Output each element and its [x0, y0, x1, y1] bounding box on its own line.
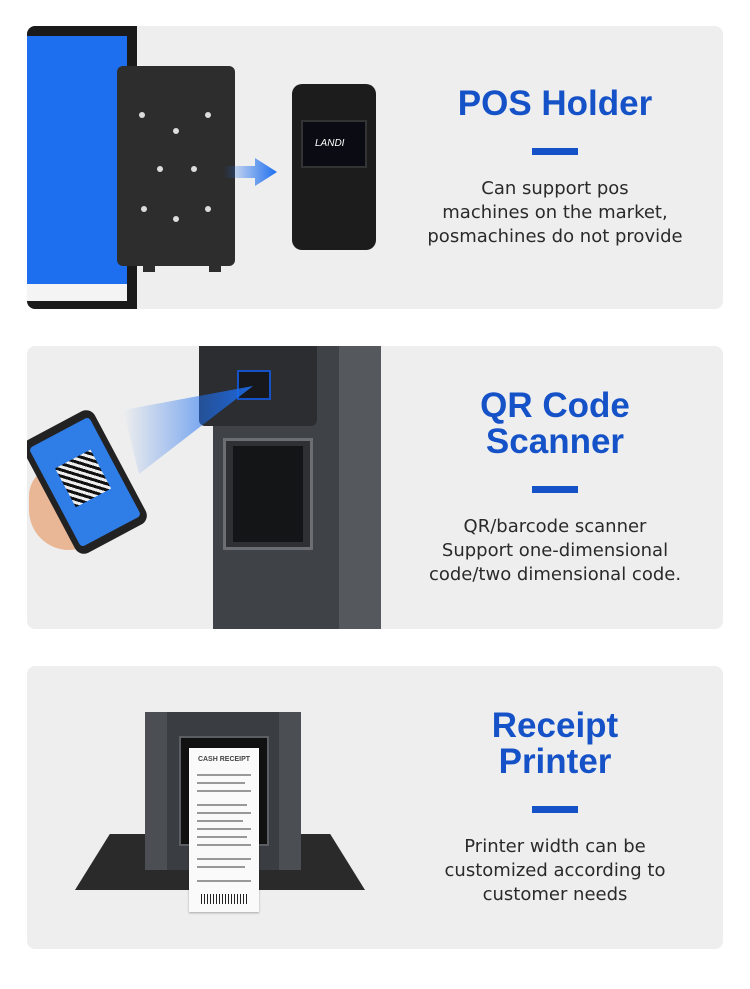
description-line: Can support pos: [481, 178, 629, 199]
receipt-line: [197, 836, 247, 838]
title-divider: [532, 148, 578, 155]
bracket-hole: [141, 206, 147, 212]
pos-holder-text: POS Holder Can support pos machines on t…: [387, 26, 723, 309]
section-description: Printer width can be customized accordin…: [445, 835, 666, 907]
pos-holder-card: LANDI POS Holder Can support pos machine…: [27, 26, 723, 309]
monitor-screen: [27, 36, 127, 301]
receipt-printer-card: CASH RECEIPT Receipt Printer Printer wid…: [27, 666, 723, 949]
receipt-line: [197, 812, 251, 814]
receipt-line: [197, 880, 251, 882]
barcode-icon: [201, 894, 247, 904]
receipt-printer-text: Receipt Printer Printer width can be cus…: [387, 666, 723, 949]
bracket-hole: [173, 128, 179, 134]
description-line: customized according to: [444, 860, 666, 881]
bracket-hole: [191, 166, 197, 172]
receipt-line: [197, 844, 251, 846]
receipt-heading: CASH RECEIPT: [197, 756, 251, 763]
section-title: Receipt Printer: [492, 708, 618, 780]
receipt-line: [197, 790, 251, 792]
printer-slot: [233, 446, 303, 542]
section-title-line: Receipt: [491, 706, 619, 745]
section-title: POS Holder: [458, 86, 652, 122]
bracket-hole: [205, 206, 211, 212]
section-title-line: QR Code: [480, 386, 630, 425]
section-title-line: Printer: [498, 742, 612, 781]
receipt-line: [197, 820, 243, 822]
section-title: QR Code Scanner: [480, 388, 630, 460]
title-divider: [532, 806, 578, 813]
receipt-printer-image: CASH RECEIPT: [27, 666, 387, 949]
qr-scanner-card: QR Code Scanner QR/barcode scanner Suppo…: [27, 346, 723, 629]
receipt-line: [197, 782, 245, 784]
qr-scanner-image: [27, 346, 387, 629]
bracket-hole: [205, 112, 211, 118]
description-line: machines on the market,: [442, 202, 668, 223]
description-line: customer needs: [482, 884, 628, 905]
pos-terminal-screen: LANDI: [301, 120, 367, 168]
description-line: QR/barcode scanner: [463, 516, 647, 537]
pos-holder-image: LANDI: [27, 26, 387, 309]
bracket-foot: [143, 236, 155, 272]
receipt-line: [197, 804, 247, 806]
section-description: QR/barcode scanner Support one-dimension…: [429, 515, 681, 587]
bracket-hole: [139, 112, 145, 118]
scanner-window: [237, 370, 271, 400]
section-description: Can support pos machines on the market, …: [427, 177, 682, 249]
pos-holder-bracket: [117, 66, 235, 266]
pos-terminal: LANDI: [292, 84, 376, 250]
bracket-hole: [173, 216, 179, 222]
receipt-line: [197, 828, 251, 830]
section-title-line: Scanner: [485, 422, 625, 461]
bracket-foot: [209, 236, 221, 272]
receipt-line: [197, 866, 245, 868]
receipt-line: [197, 858, 251, 860]
monitor-taskbar: [27, 284, 127, 301]
scan-beam-icon: [123, 386, 253, 474]
description-line: posmachines do not provide: [427, 226, 683, 247]
receipt-line: [197, 774, 251, 776]
description-line: code/two dimensional code.: [428, 564, 682, 585]
description-line: Printer width can be: [464, 836, 646, 857]
arrow-right-icon: [223, 158, 277, 186]
section-title-line: POS Holder: [457, 84, 653, 123]
qr-scanner-text: QR Code Scanner QR/barcode scanner Suppo…: [387, 346, 723, 629]
description-line: Support one-dimensional: [441, 540, 669, 561]
bracket-hole: [157, 166, 163, 172]
printed-receipt: CASH RECEIPT: [189, 748, 259, 912]
pos-brand-label: LANDI: [315, 138, 345, 149]
title-divider: [532, 486, 578, 493]
qr-code-icon: [55, 449, 112, 508]
